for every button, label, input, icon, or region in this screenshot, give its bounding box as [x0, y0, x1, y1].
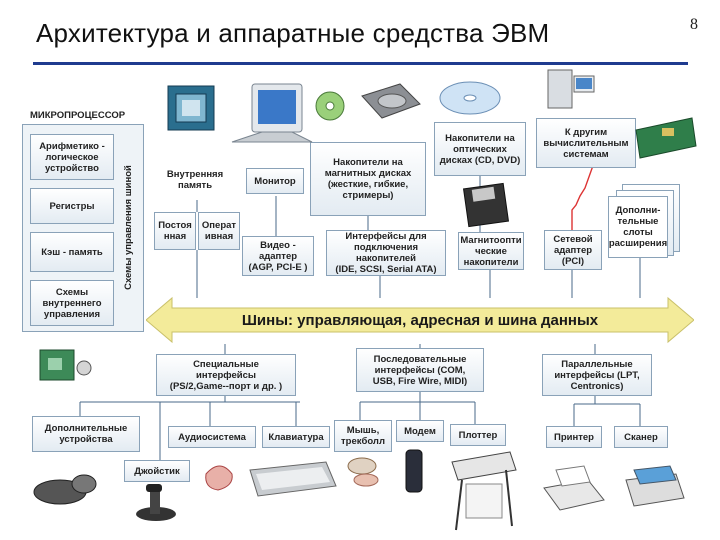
bus-label: Шины: управляющая, адресная и шина данны… — [241, 311, 599, 329]
page-number: 8 — [690, 16, 698, 33]
joystick-icon — [136, 484, 176, 521]
joystick-box: Джойстик — [124, 460, 190, 482]
rom-box: Постоя нная — [154, 212, 196, 250]
cpu-label: МИКРОПРОЦЕССОР — [30, 110, 126, 121]
expansion-slots-box: Дополни- тельные слоты расширения — [608, 196, 668, 258]
plotter-icon — [451, 451, 517, 531]
cpu-chip-icon — [167, 85, 215, 131]
serial-interfaces-box: Последовательные интерфейсы (COM, USB, F… — [356, 348, 484, 392]
network-computer-icon — [547, 69, 595, 109]
cache-box: Кэш - память — [30, 232, 114, 272]
dvd-disc-icon — [439, 81, 501, 115]
page-title: Архитектура и аппаратные средства ЭВМ — [36, 18, 550, 48]
printer-box: Принтер — [546, 426, 602, 448]
keyboard-icon — [249, 461, 337, 497]
cd-disc-icon — [315, 91, 345, 121]
modem-box: Модем — [396, 420, 444, 442]
speaker-icon — [205, 465, 233, 491]
motherboard-icon — [39, 349, 92, 381]
parallel-interfaces-box: Параллельные интерфейсы (LPT, Centronics… — [542, 354, 652, 396]
audio-box: Аудиосистема — [168, 426, 256, 448]
network-card-icon — [635, 117, 697, 159]
alu-box: Арифметико - логическое устройство — [30, 134, 114, 180]
video-adapter-box: Видео - адаптер (AGP, PCI-E ) — [242, 236, 314, 276]
special-interfaces-box: Специальные интерфейсы (PS/2,Game--порт … — [156, 354, 296, 396]
modem-icon — [405, 449, 423, 493]
monitor-icon — [231, 83, 313, 143]
other-systems-box: К другим вычислительным системам — [536, 118, 636, 168]
registers-box: Регистры — [30, 188, 114, 224]
magnetic-drives-box: Накопители на магнитных дисках (жесткие,… — [310, 142, 426, 216]
optical-drives-box: Накопители на оптических дисках (CD, DVD… — [434, 122, 526, 176]
printer-icon — [543, 465, 605, 511]
extra-devices-box: Дополнительные устройства — [32, 416, 140, 452]
network-adapter-box: Сетевой адаптер (PCI) — [544, 230, 602, 270]
mouse-box: Мышь, трекболл — [334, 420, 392, 452]
magneto-optical-box: Магнитоопти ческие накопители — [458, 232, 524, 270]
ram-box: Операт ивная — [198, 212, 240, 250]
title-underline — [33, 62, 688, 65]
keyboard-box: Клавиатура — [262, 426, 330, 448]
hard-disk-icon — [361, 83, 421, 119]
bus-arrow — [146, 296, 694, 344]
internal-memory-label: Внутренняя память — [166, 169, 224, 191]
plotter-box: Плоттер — [450, 424, 506, 446]
scanner-box: Сканер — [614, 426, 668, 448]
scanner-icon — [625, 465, 685, 507]
mouse-icon — [347, 457, 379, 487]
monitor-box: Монитор — [246, 168, 304, 194]
drive-interfaces-box: Интерфейсы для подключения накопителей (… — [326, 230, 446, 276]
gamepad-icon — [33, 474, 97, 505]
floppy-disk-icon — [462, 182, 510, 228]
internal-control-box: Схемы внутреннего управления — [30, 280, 114, 326]
